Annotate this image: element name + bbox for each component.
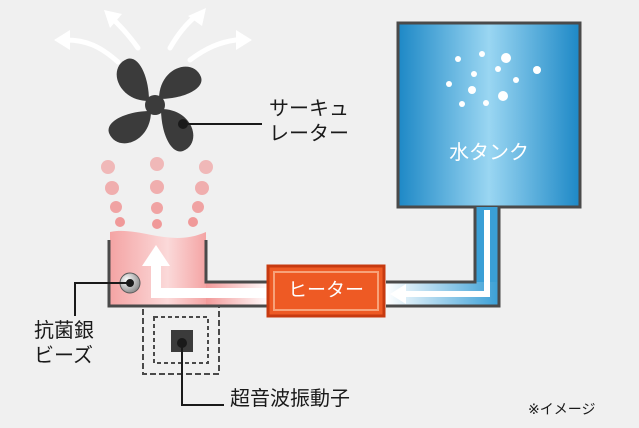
transducer-label: 超音波振動子 [230, 386, 350, 410]
circulator-label: サーキュ レーター [269, 96, 349, 145]
image-note-label: ※イメージ [528, 402, 596, 418]
heater-label: ヒーター [287, 279, 364, 301]
leader-lines [74, 119, 262, 406]
mist-particle-icon [101, 157, 213, 229]
airflow-arrow-icon [54, 8, 252, 65]
heater-icon [266, 264, 386, 318]
antibacterial-beads-label: 抗菌銀 ビーズ [34, 318, 94, 367]
flow-arrow-icon [142, 245, 269, 298]
water-tank-icon [396, 21, 582, 209]
water-tank-label: 水タンク [449, 140, 529, 164]
fan-icon [108, 58, 202, 152]
water-droplet-icon [446, 51, 541, 107]
pipe-from-tank [386, 207, 501, 308]
